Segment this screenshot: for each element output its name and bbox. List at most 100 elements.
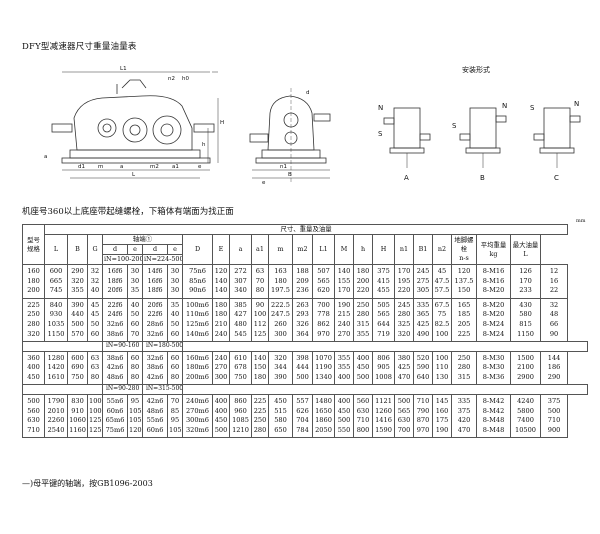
th-m: m [268, 234, 293, 265]
table-cell: 272 307 340 [229, 264, 252, 299]
table-cell: 63 63 80 [87, 350, 103, 386]
table-cell: 12 16 22 [539, 264, 569, 299]
th-L: L [44, 234, 68, 265]
table-cell: 8-M16 8-M16 8-M20 [476, 264, 511, 299]
table-cell: 8-M30 8-M30 8-M36 [476, 350, 511, 386]
table-cell: 70 85 95 105 [167, 393, 183, 439]
table-cell: 160 180 200 [22, 264, 45, 299]
label-m2: m2 [150, 164, 159, 170]
table-cell: 560 630 710 800 [353, 393, 373, 439]
table-cell: 290 320 355 [67, 264, 88, 299]
table-cell: 4240 5800 7400 10500 [510, 393, 541, 439]
table-cell: 505 565 644 719 [372, 297, 395, 343]
table-cell: 165 185 205 225 [451, 297, 477, 343]
table-cell: 557 626 704 784 [292, 393, 313, 439]
th-a1: a1 [251, 234, 269, 265]
table-cell: 860 960 1085 1210 [229, 393, 252, 439]
dimension-table: 型号规格 尺寸、重量及油量 L B G 轴端① D E a a1 m m2 L1… [22, 224, 588, 439]
table-cell: 16f6 18f6 20f6 [102, 264, 128, 299]
form-b-n-label: N [502, 102, 507, 110]
table-cell: 180 180 210 240 [212, 297, 230, 343]
label-l1: L1 [120, 66, 127, 72]
table-cell: 14f6 16f6 18f6 [142, 264, 168, 299]
table-cell: 1790 2010 2260 2540 [44, 393, 68, 439]
form-a-label: A [404, 174, 409, 182]
install-form-c-drawing [533, 107, 581, 168]
table-cell: 120 140 140 [212, 264, 230, 299]
label-L: L [132, 172, 136, 178]
table-cell: 250 280 315 [451, 350, 477, 386]
table-cell: 710 790 870 970 [413, 393, 433, 439]
th-ratio-2: iN=224-500 [142, 254, 183, 265]
table-cell: 245 280 325 320 [394, 297, 414, 343]
table-cell: 225 225 250 280 [251, 393, 269, 439]
form-c-s-label: S [530, 104, 535, 112]
th-B1: B1 [413, 234, 433, 265]
table-cell: 600 665 745 [44, 264, 68, 299]
table-cell: 507 565 620 [312, 264, 335, 299]
table-cell: 38n6 42n6 48n6 [102, 350, 128, 386]
table-cell: 60 80 80 [127, 350, 143, 386]
ratio-subheader: iN=315-500 [142, 384, 183, 395]
table-cell: 250 280 315 355 [353, 297, 373, 343]
table-cell: 385 427 480 545 [229, 297, 252, 343]
table-cell: 335 365 425 490 [413, 297, 433, 343]
table-cell: 240 270 300 [212, 350, 230, 386]
table-cell: 120 137.5 150 [451, 264, 477, 299]
th-G: G [87, 234, 103, 265]
drawings-area: L1 n2 h0 H h a m m2 d1 a a1 e L n1 B e d… [22, 58, 582, 188]
form-b-s-label: S [452, 122, 457, 130]
table-cell: 42n6 48n6 55n6 60n6 [142, 393, 168, 439]
table-cell: 500 560 630 710 [22, 393, 45, 439]
th-oil-unit: L [523, 249, 528, 258]
reducer-drawings: L1 n2 h0 H h a m m2 d1 a a1 e L n1 B e d… [44, 65, 581, 186]
table-cell: 100 100 125 125 [87, 393, 103, 439]
table-cell: 450 515 580 650 [268, 393, 293, 439]
footnote: —)母平键的轴端，按GB1096-2003 [22, 479, 153, 488]
table-cell: 8-M42 8-M42 8-M48 8-M48 [476, 393, 511, 439]
table-cell: 163 180 197.5 [268, 264, 293, 299]
table-cell: 263 293 326 364 [292, 297, 313, 343]
label-d1: d1 [78, 164, 85, 170]
th-e2: e [167, 244, 183, 255]
table-cell: 335 375 420 470 [451, 393, 477, 439]
table-cell: 400 450 500 [353, 350, 373, 386]
table-cell: 45 45 50 60 [87, 297, 103, 343]
table-cell: 1480 1650 1860 2050 [312, 393, 335, 439]
table-cell: 375 415 455 [372, 264, 395, 299]
th-oil-label: 最大油量 [512, 240, 539, 249]
th-d1: d [102, 244, 128, 255]
table-cell: 180 200 220 [353, 264, 373, 299]
th-n1: n1 [394, 234, 414, 265]
table-cell: 160m6 180m6 200m6 [182, 350, 213, 386]
th-bolt-label: 地脚螺栓 [454, 236, 474, 253]
table-cell: 170 195 220 [394, 264, 414, 299]
form-a-n-label: N [378, 104, 383, 112]
th-m2: m2 [292, 234, 313, 265]
label-a: a [120, 164, 123, 170]
page-title: DFY型减速器尺寸重量油量表 [22, 42, 137, 52]
th-oil: 最大油量 L [510, 234, 541, 265]
th-e1: e [127, 244, 143, 255]
table-cell: 600 690 750 [67, 350, 88, 386]
table-cell: 400 450 500 550 [334, 393, 354, 439]
ratio-subheader: iN=180-500 [142, 341, 183, 352]
table-cell: 75n6 85n6 90n6 [182, 264, 213, 299]
table-cell: 390 440 500 570 [67, 297, 88, 343]
th-frame: 型号规格 [22, 224, 45, 265]
th-h: h [353, 234, 373, 265]
table-cell: 500 565 630 700 [394, 393, 414, 439]
table-cell: 225 250 280 320 [22, 297, 45, 343]
table-cell: 60 60 80 [167, 350, 183, 386]
table-cell: 398 444 500 [292, 350, 313, 386]
table-cell: 380 425 470 [394, 350, 414, 386]
table-cell: 188 209 236 [292, 264, 313, 299]
th-weight-unit: kg [489, 249, 498, 258]
table-cell: 22f6 24f6 32n6 38n6 [102, 297, 128, 343]
table-cell: 20f6 22f6 28n6 32n6 [142, 297, 168, 343]
install-form-a-drawing [383, 107, 431, 168]
table-cell: 320 344 390 [268, 350, 293, 386]
table-cell: 1500 2100 2900 [510, 350, 541, 386]
table-cell: 126 170 233 [510, 264, 541, 299]
